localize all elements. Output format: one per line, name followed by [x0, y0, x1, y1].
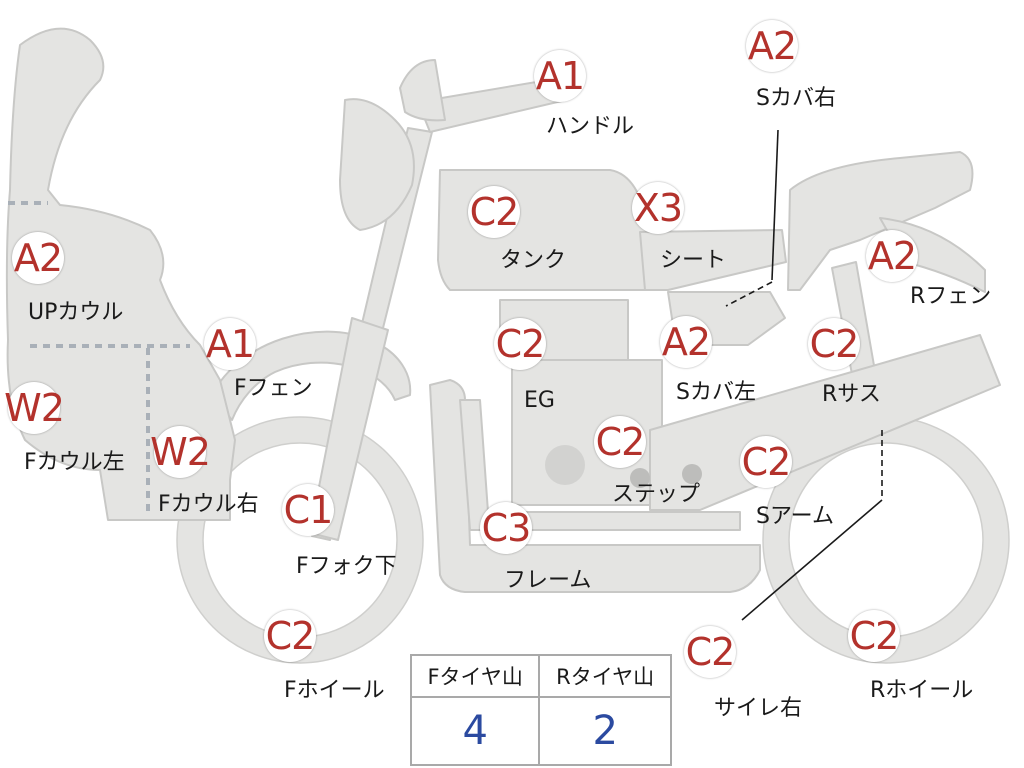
engine-grade-badge[interactable]: C2 [494, 318, 546, 370]
rear-wheel-label: Rホイール [870, 678, 974, 703]
front-tire-header: Fタイヤ山 [409, 654, 541, 698]
seat-shape [639, 229, 787, 291]
muffler-right-grade-badge[interactable]: C2 [684, 626, 736, 678]
frame-label: フレーム [504, 568, 592, 593]
engine-label: EG [524, 388, 555, 413]
front-tire-value[interactable]: 4 [409, 696, 541, 766]
side-cover-right-grade-badge[interactable]: A2 [746, 20, 798, 72]
seat-grade-badge[interactable]: X3 [632, 182, 684, 234]
handle-grade-badge[interactable]: A1 [534, 50, 586, 102]
rear-wheel-grade-badge[interactable]: C2 [848, 610, 900, 662]
seat-label: シート [660, 248, 727, 273]
front-fender-grade-badge[interactable]: A1 [204, 318, 256, 370]
rear-tire-value[interactable]: 2 [538, 696, 672, 766]
upper-cowl-grade-badge[interactable]: A2 [12, 232, 64, 284]
swingarm-shape [649, 334, 1001, 511]
front-cowl-left-grade-badge[interactable]: W2 [4, 382, 65, 434]
upper-cowl-label: UPカウル [28, 300, 124, 325]
rear-suspension-grade-badge[interactable]: C2 [808, 318, 860, 370]
side-cover-left-label: Sカバ左 [676, 380, 756, 405]
step-grade-badge[interactable]: C2 [594, 416, 646, 468]
front-fender-label: Fフェン [234, 376, 313, 401]
side-cover-left-grade-badge[interactable]: A2 [660, 316, 712, 368]
swingarm-grade-badge[interactable]: C2 [740, 436, 792, 488]
front-fork-label: Fフォク下 [296, 554, 397, 579]
side-cover-right-label: Sカバ右 [756, 86, 836, 111]
front-cowl-left-label: Fカウル左 [24, 450, 125, 475]
headlight-shape [339, 98, 415, 231]
front-wheel-label: Fホイール [284, 678, 385, 703]
front-wheel-grade-badge[interactable]: C2 [264, 610, 316, 662]
step-label: ステップ [612, 482, 701, 507]
tail-shape [787, 151, 974, 291]
rear-suspension-label: Rサス [822, 382, 881, 407]
tire-tread-table: Fタイヤ山 Rタイヤ山 4 2 [409, 654, 672, 766]
tank-grade-badge[interactable]: C2 [468, 186, 520, 238]
front-fork-grade-badge[interactable]: C1 [282, 484, 334, 536]
frame-grade-badge[interactable]: C3 [480, 502, 532, 554]
front-cowl-right-grade-badge[interactable]: W2 [150, 426, 211, 478]
upper-cowl-shape [5, 27, 236, 521]
swingarm-label: Sアーム [756, 504, 834, 529]
muffler-right-label: サイレ右 [714, 696, 803, 721]
rear-fender-grade-badge[interactable]: A2 [866, 230, 918, 282]
rear-fender-label: Rフェン [910, 284, 992, 309]
tank-label: タンク [500, 248, 567, 273]
front-cowl-right-label: Fカウル右 [158, 492, 259, 517]
rear-tire-header: Rタイヤ山 [538, 654, 672, 698]
handle-label: ハンドル [546, 114, 635, 139]
